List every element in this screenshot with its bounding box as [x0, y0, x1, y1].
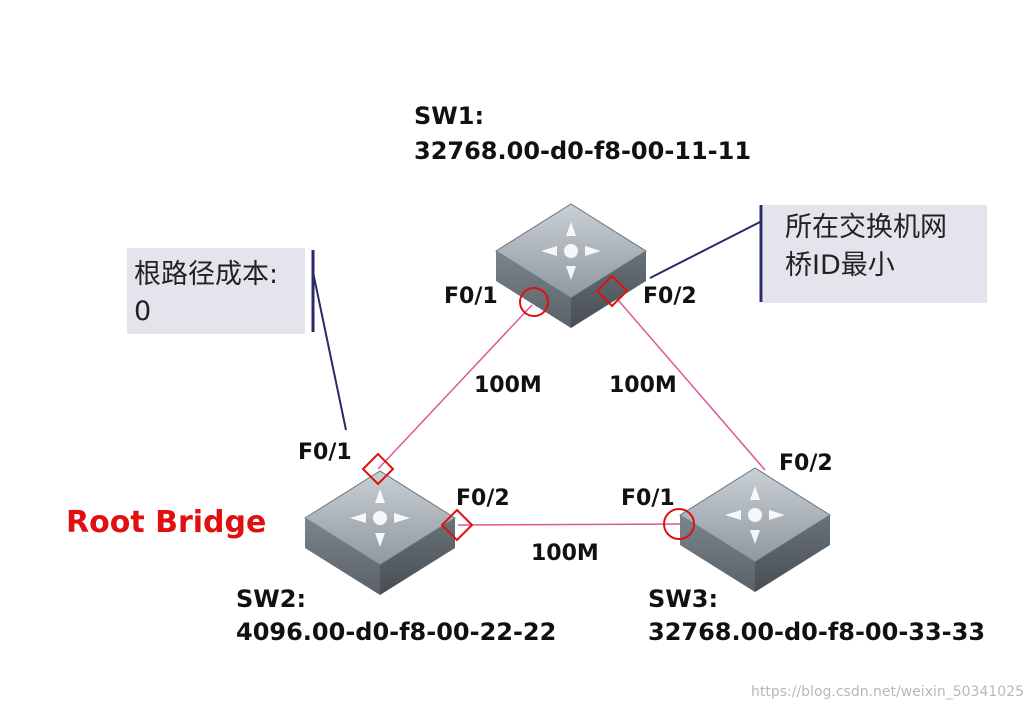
link-sw2-sw3-speed: 100M [531, 541, 599, 566]
sw3-switch-icon [679, 467, 831, 593]
bridge-id-min-line1: 所在交换机网 [785, 212, 947, 243]
sw1-bridge-id: 32768.00-d0-f8-00-11-11 [414, 137, 751, 165]
bridge-id-min-line2: 桥ID最小 [785, 250, 895, 281]
callout-line-bridge-id [649, 221, 761, 279]
sw2-switch-icon [304, 470, 456, 596]
sw3-name: SW3: [648, 585, 718, 613]
sw2-f01-label: F0/1 [298, 440, 352, 465]
sw3-f01-root-port-marker [663, 508, 695, 540]
sw1-f02-designated-port-marker [595, 274, 629, 308]
link-sw1-sw2-speed: 100M [474, 373, 542, 398]
sw2-bridge-id: 4096.00-d0-f8-00-22-22 [236, 618, 556, 646]
sw1-f02-label: F0/2 [643, 284, 697, 309]
watermark: https://blog.csdn.net/weixin_50341025 [750, 684, 1024, 700]
root-path-cost-value: 0 [134, 296, 152, 327]
sw2-f02-designated-port-marker [440, 508, 474, 542]
sw3-bridge-id: 32768.00-d0-f8-00-33-33 [648, 618, 985, 646]
sw2-f01-designated-port-marker [361, 452, 395, 486]
sw2-name: SW2: [236, 585, 306, 613]
link-sw1-sw2 [377, 304, 533, 470]
callout-line-root-cost [312, 271, 347, 431]
link-sw2-sw3 [457, 523, 681, 526]
root-path-cost-note: 根路径成本: 0 [127, 248, 305, 334]
sw1-name: SW1: [414, 102, 484, 130]
sw1-f01-label: F0/1 [444, 284, 498, 309]
bridge-id-min-note: 所在交换机网 桥ID最小 [763, 205, 987, 303]
root-bridge-label: Root Bridge [66, 505, 267, 540]
link-sw1-sw3 [611, 292, 766, 471]
root-path-cost-label: 根路径成本: [134, 259, 279, 290]
sw1-f01-root-port-marker [519, 287, 549, 317]
link-sw1-sw3-speed: 100M [609, 373, 677, 398]
sw3-f02-label: F0/2 [779, 451, 833, 476]
sw1-switch-icon [495, 203, 647, 329]
sw3-f01-label: F0/1 [621, 486, 675, 511]
sw2-f02-label: F0/2 [456, 486, 510, 511]
